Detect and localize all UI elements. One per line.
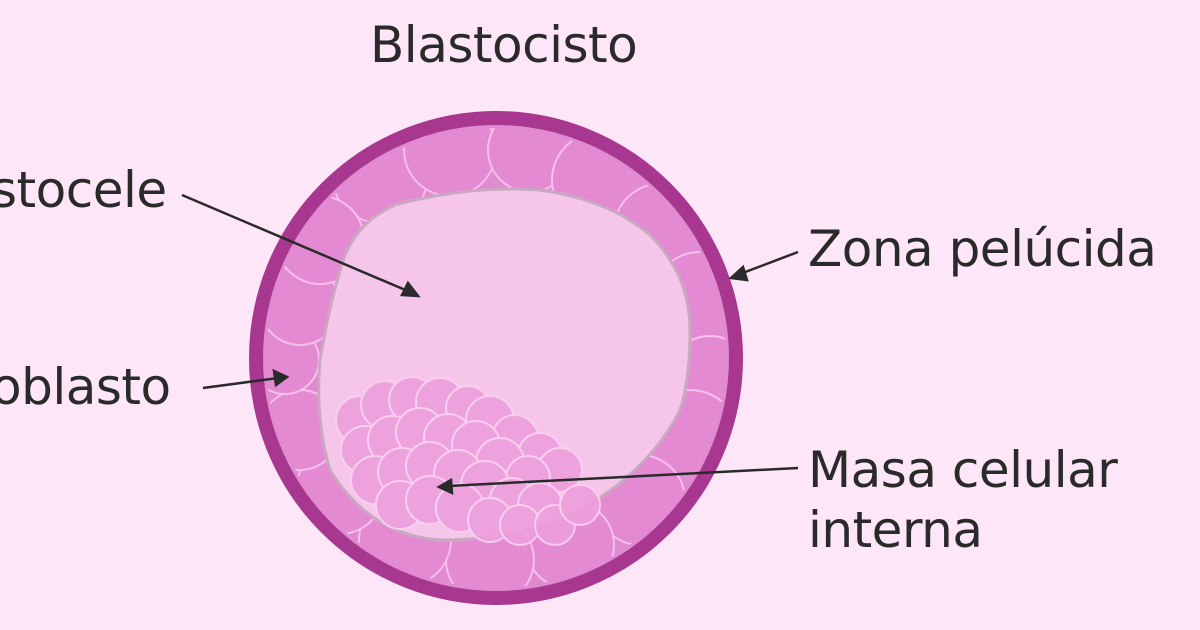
label-masa-celular-interna: Masa celular interna xyxy=(808,440,1118,560)
annotation-arrows xyxy=(181,193,799,496)
label-masa-line2: interna xyxy=(808,501,983,559)
label-zona-pelucida: Zona pelúcida xyxy=(808,220,1157,278)
label-blastocele: stocele xyxy=(0,161,167,219)
label-masa-line1: Masa celular xyxy=(808,441,1118,499)
arrow-zona xyxy=(739,250,799,276)
arrow-masa xyxy=(447,466,799,488)
inner-cell-mass xyxy=(335,376,601,546)
arrow-trofoblasto xyxy=(202,376,279,390)
page-title: Blastocisto xyxy=(370,16,638,74)
label-trofoblasto: oblasto xyxy=(0,358,171,416)
arrow-blastocele xyxy=(181,193,411,294)
